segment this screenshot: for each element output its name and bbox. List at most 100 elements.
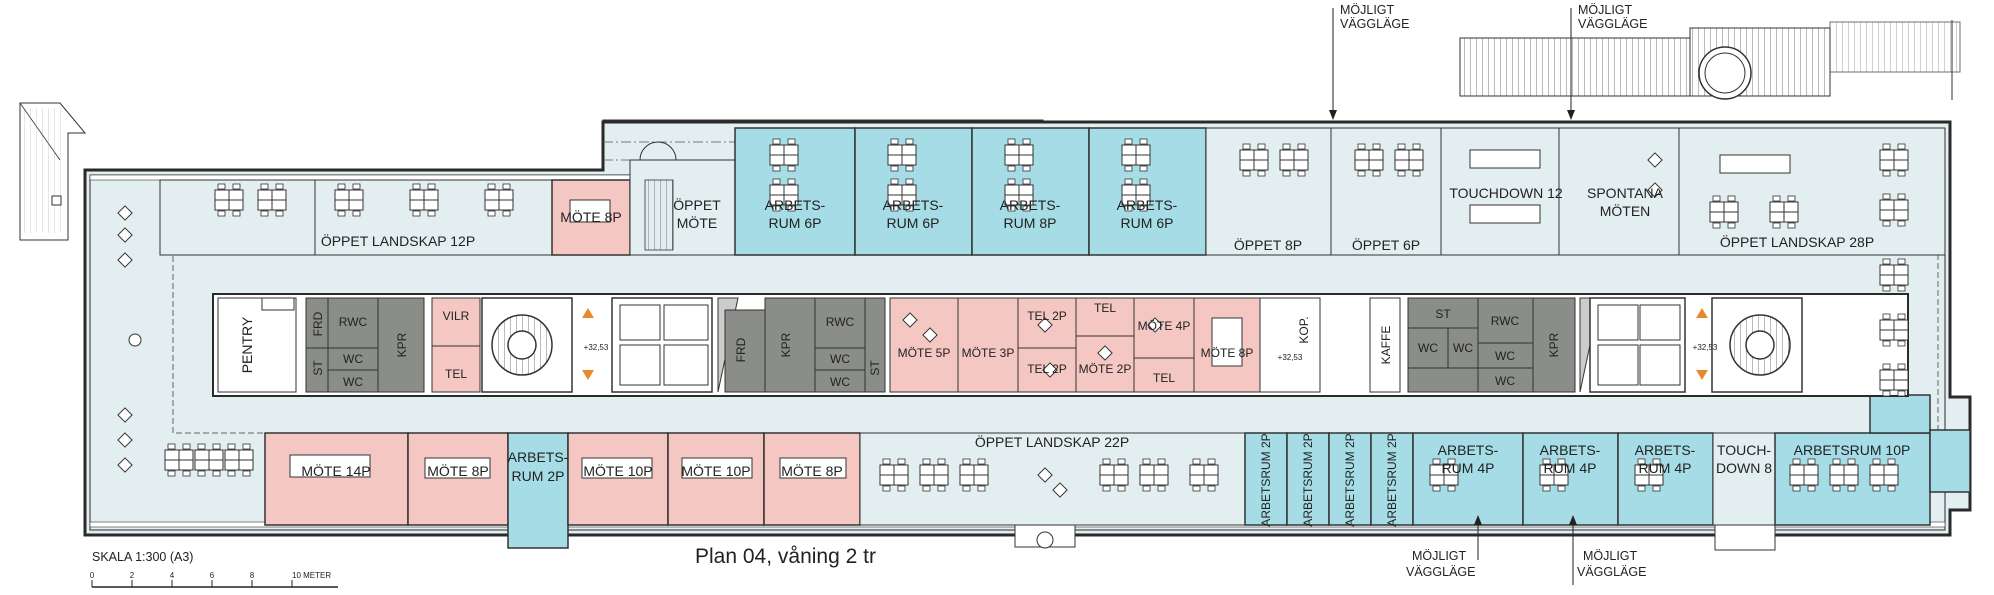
room-mote-3p[interactable] bbox=[957, 297, 1019, 393]
scale-tick-2: 2 bbox=[130, 571, 135, 580]
label-rwc-mid: RWC bbox=[826, 315, 855, 329]
label-mote-4p: MÖTE 4P bbox=[1138, 319, 1191, 333]
room-labels: ÖPPET LANDSKAP 12P MÖTE 8P ÖPPET MÖTE AR… bbox=[239, 185, 1910, 527]
label-kaffe: KAFFE bbox=[1379, 326, 1393, 365]
zone-touchdown-12 bbox=[1440, 127, 1560, 256]
scale-tick-0: 0 bbox=[90, 571, 95, 580]
label-rum-6p-1: RUM 6P bbox=[769, 215, 822, 231]
label-arbets-south: ARBETS- bbox=[508, 449, 569, 465]
room-st-mid bbox=[864, 297, 886, 393]
room-kop bbox=[1259, 297, 1321, 393]
label-tel-2p-1: TEL 2P bbox=[1027, 309, 1067, 323]
central-core bbox=[212, 293, 1909, 397]
room-mote-10p-2[interactable] bbox=[667, 432, 765, 526]
label-tel-west: TEL bbox=[445, 367, 467, 381]
label-wc-east-3: WC bbox=[1495, 349, 1515, 363]
label-arbets-3: ARBETS- bbox=[1000, 197, 1061, 213]
room-arbetsrum-4p-2[interactable] bbox=[1522, 432, 1619, 526]
label-mote-2p: MÖTE 2P bbox=[1079, 362, 1132, 376]
label-wc-east-1: WC bbox=[1418, 341, 1438, 355]
note-north-2-line2: VÄGGLÄGE bbox=[1578, 17, 1647, 31]
label-arbets-4p-3: ARBETS- bbox=[1635, 442, 1696, 458]
label-frd-west: FRD bbox=[311, 311, 325, 336]
label-mote-8p-south: MÖTE 8P bbox=[427, 462, 488, 479]
room-rwc-east bbox=[1477, 297, 1534, 344]
room-tel-1[interactable] bbox=[1075, 297, 1135, 337]
label-mote-3p: MÖTE 3P bbox=[962, 346, 1015, 360]
label-vilr: VILR bbox=[443, 309, 470, 323]
label-wc-west-2: WC bbox=[343, 375, 363, 389]
room-arbetsrum-2p-b[interactable] bbox=[1286, 432, 1330, 526]
label-wc-east-2: WC bbox=[1453, 341, 1473, 355]
label-open-12p: ÖPPET LANDSKAP 12P bbox=[321, 232, 475, 249]
south-rooms bbox=[264, 394, 1971, 549]
scale-tick-8: 8 bbox=[250, 571, 255, 580]
note-south-2-line2: VÄGGLÄGE bbox=[1577, 565, 1646, 579]
label-rwc-east: RWC bbox=[1491, 314, 1520, 328]
room-arbetsrum-2p-d[interactable] bbox=[1370, 432, 1414, 526]
scale-tick-10: 10 METER bbox=[292, 571, 331, 580]
roof-rotunda bbox=[1698, 46, 1752, 100]
room-tel-2[interactable] bbox=[1133, 357, 1195, 393]
label-st-west: ST bbox=[311, 360, 325, 376]
note-north-2-line1: MÖJLIGT bbox=[1578, 3, 1633, 17]
label-open-meeting-1: ÖPPET bbox=[673, 196, 721, 213]
label-arbets-4p-2: ARBETS- bbox=[1540, 442, 1601, 458]
label-mote-10p-1: MÖTE 10P bbox=[583, 462, 652, 479]
label-touchdown-12: TOUCHDOWN 12 bbox=[1449, 185, 1563, 201]
label-arbetsrum-2p-d: ARBETSRUM 2P bbox=[1385, 433, 1399, 526]
label-rwc-west: RWC bbox=[339, 315, 368, 329]
room-mote-5p[interactable] bbox=[889, 297, 959, 393]
room-tel-west bbox=[431, 345, 481, 393]
room-arbetsrum-2p[interactable] bbox=[507, 432, 569, 549]
label-open-22p: ÖPPET LANDSKAP 22P bbox=[975, 433, 1129, 450]
label-mote-8p-south-2: MÖTE 8P bbox=[781, 462, 842, 479]
scale-tick-4: 4 bbox=[170, 571, 175, 580]
wall-option-notes: MÖJLIGT VÄGGLÄGE MÖJLIGT VÄGGLÄGE MÖJLIG… bbox=[1329, 3, 1647, 585]
label-open-6p: ÖPPET 6P bbox=[1352, 236, 1420, 253]
label-wc-west-1: WC bbox=[343, 352, 363, 366]
label-arbets-1: ARBETS- bbox=[765, 197, 826, 213]
room-mote-14p[interactable] bbox=[264, 432, 409, 526]
room-kpr-mid bbox=[764, 297, 816, 393]
room-kaffe bbox=[1369, 297, 1401, 393]
label-arbets-4p-1: ARBETS- bbox=[1438, 442, 1499, 458]
scale-tick-6: 6 bbox=[210, 571, 215, 580]
note-north-1-line2: VÄGGLÄGE bbox=[1340, 17, 1409, 31]
plan-title: Plan 04, våning 2 tr bbox=[695, 545, 876, 568]
title-block: Plan 04, våning 2 tr SKALA 1:300 (A3) 0 … bbox=[90, 545, 876, 588]
room-mote-8p-south-2[interactable] bbox=[763, 432, 861, 526]
room-wc-east-2 bbox=[1447, 327, 1479, 369]
room-mote-10p-1[interactable] bbox=[567, 432, 669, 526]
room-kpr-west bbox=[377, 297, 425, 393]
label-tel-2p-2: TEL 2P bbox=[1027, 362, 1067, 376]
label-wc-mid-1: WC bbox=[830, 352, 850, 366]
room-arbetsrum-4p-3[interactable] bbox=[1617, 432, 1714, 526]
label-mote-8p-north: MÖTE 8P bbox=[560, 208, 621, 225]
label-st-east: ST bbox=[1435, 307, 1451, 321]
label-rum-2p-south: RUM 2P bbox=[512, 468, 565, 484]
label-touchdown-8a: TOUCH- bbox=[1717, 442, 1772, 458]
room-st-east bbox=[1407, 297, 1479, 329]
label-pentry: PENTRY bbox=[239, 316, 255, 373]
level-marker-mid: +32,53 bbox=[1278, 353, 1303, 362]
label-spontana-2: MÖTEN bbox=[1600, 202, 1651, 219]
room-arbetsrum-2p-a[interactable] bbox=[1244, 432, 1288, 526]
label-kpr-west: KPR bbox=[395, 332, 409, 357]
label-open-28p: ÖPPET LANDSKAP 28P bbox=[1720, 233, 1874, 250]
label-tel-2: TEL bbox=[1153, 371, 1175, 385]
note-south-1-line1: MÖJLIGT bbox=[1412, 549, 1467, 563]
label-kpr-east: KPR bbox=[1547, 332, 1561, 357]
room-rwc-west bbox=[327, 297, 379, 349]
label-rum-8p: RUM 8P bbox=[1004, 215, 1057, 231]
label-mote-8p-core: MÖTE 8P bbox=[1201, 346, 1254, 360]
room-wc-east-1 bbox=[1407, 327, 1449, 369]
label-frd-mid: FRD bbox=[734, 337, 748, 362]
label-mote-5p: MÖTE 5P bbox=[898, 346, 951, 360]
zone-open-8p bbox=[1205, 127, 1332, 256]
scale-label: SKALA 1:300 (A3) bbox=[92, 550, 193, 564]
room-mote-8p-south[interactable] bbox=[407, 432, 509, 526]
label-kop: KOP. bbox=[1297, 316, 1311, 343]
label-spontana-1: SPONTANA bbox=[1587, 185, 1664, 201]
